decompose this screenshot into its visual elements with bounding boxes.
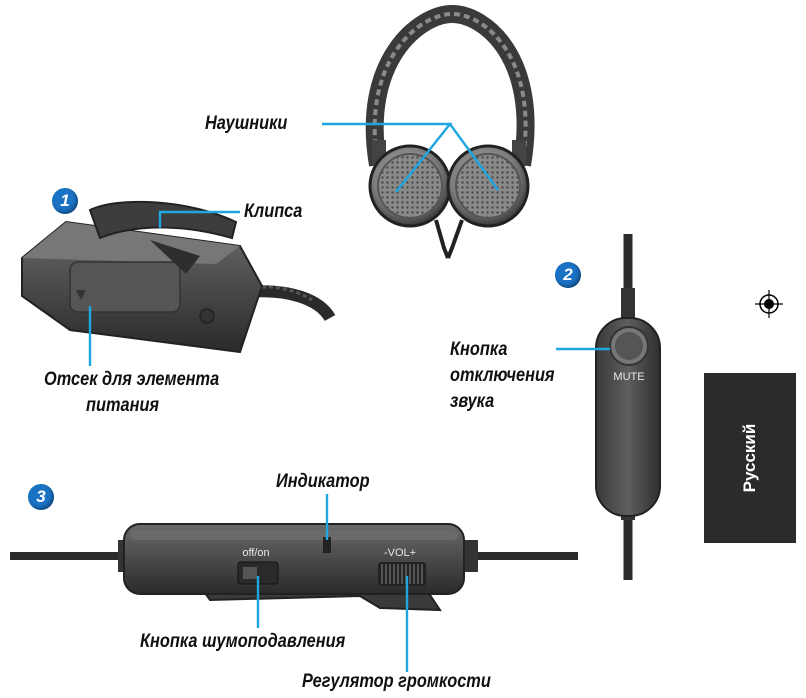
inline-controller-illustration: off/on -VOL+ — [10, 523, 578, 612]
power-switch-print: off/on — [242, 547, 269, 559]
mute-remote-illustration: MUTE — [595, 234, 661, 580]
label-headphones: Наушники — [205, 113, 288, 134]
label-mute-button-line2: отключения — [450, 365, 555, 386]
callout-clip — [158, 210, 240, 228]
registration-mark-icon — [755, 290, 783, 318]
step-badge-2: 2 — [555, 262, 581, 288]
label-indicator: Индикатор — [276, 471, 370, 492]
callout-lines — [88, 122, 610, 672]
mute-print: MUTE — [613, 371, 644, 383]
language-tab-label: Русский — [740, 423, 759, 493]
headphones-illustration — [365, 4, 535, 259]
label-battery-compartment-line1: Отсек для элемента — [44, 369, 220, 390]
label-noise-cancel-button: Кнопка шумоподавления — [140, 631, 346, 652]
label-clip: Клипса — [244, 201, 303, 222]
step-badge-3: 3 — [28, 484, 54, 510]
label-battery-compartment-line2: питания — [86, 395, 160, 416]
label-volume-control: Регулятор громкости — [302, 671, 491, 692]
callout-headphones-right — [449, 123, 499, 191]
volume-print: -VOL+ — [384, 547, 416, 559]
label-mute-button-line3: звука — [450, 391, 495, 412]
label-mute-button-line1: Кнопка — [450, 339, 508, 360]
language-tab: Русский — [704, 373, 796, 543]
step-badge-1: 1 — [52, 188, 78, 214]
battery-unit-illustration — [21, 200, 336, 354]
